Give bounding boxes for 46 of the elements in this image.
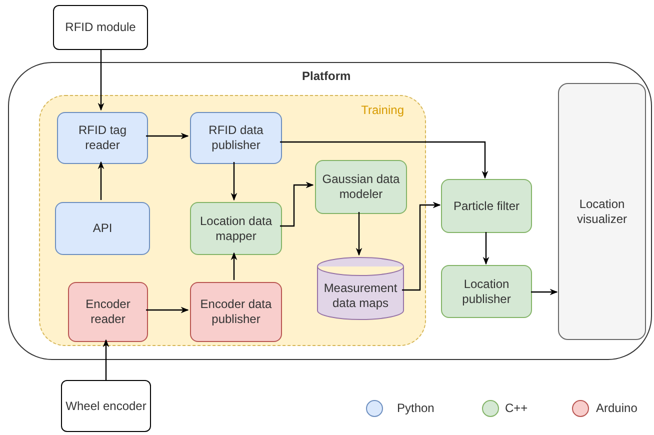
node-label: Location visualizer — [576, 196, 628, 226]
node-label: Particle filter — [452, 198, 521, 214]
node-label: Location data mapper — [198, 214, 274, 244]
process-box — [441, 265, 532, 318]
node-label: Encoder reader — [84, 297, 132, 327]
arrow — [482, 232, 490, 265]
process-box — [55, 202, 150, 255]
process-box — [558, 83, 646, 340]
process-box — [190, 202, 282, 255]
arrow — [356, 212, 362, 256]
legend-label: Arduino — [596, 401, 638, 415]
process-box — [190, 112, 282, 164]
arrow — [146, 306, 189, 314]
node-label: Measurement data maps — [322, 280, 398, 310]
arrow — [98, 50, 104, 111]
process-box — [57, 112, 148, 164]
node-label: Gaussian data modeler — [321, 172, 401, 202]
process-box — [53, 5, 148, 50]
arrow — [531, 288, 558, 296]
process-box — [315, 160, 407, 214]
arrow — [98, 161, 104, 200]
process-box — [61, 380, 151, 432]
platform-container — [8, 62, 652, 360]
training-group — [39, 95, 426, 346]
arrow — [230, 162, 238, 201]
arrow — [280, 141, 488, 179]
database-cylinder — [317, 257, 404, 320]
platform-title: Platform — [301, 69, 352, 84]
arrow — [402, 202, 441, 291]
group-title: Training — [360, 103, 405, 118]
arrow — [146, 132, 189, 140]
legend-label: Python — [397, 401, 434, 415]
legend-label: C++ — [505, 401, 528, 415]
process-box — [441, 179, 532, 233]
node-label: Wheel encoder — [64, 398, 148, 414]
node-label: RFID tag reader — [77, 123, 128, 153]
arrow — [280, 182, 314, 227]
arrow — [102, 339, 110, 380]
node-label: RFID module — [64, 20, 137, 35]
node-label: RFID data publisher — [208, 123, 264, 153]
node-label: API — [92, 221, 114, 236]
node-label: Location publisher — [461, 276, 512, 306]
node-label: Encoder data publisher — [199, 297, 273, 327]
arrow — [230, 252, 238, 280]
process-box — [68, 282, 148, 342]
process-box — [190, 282, 282, 342]
